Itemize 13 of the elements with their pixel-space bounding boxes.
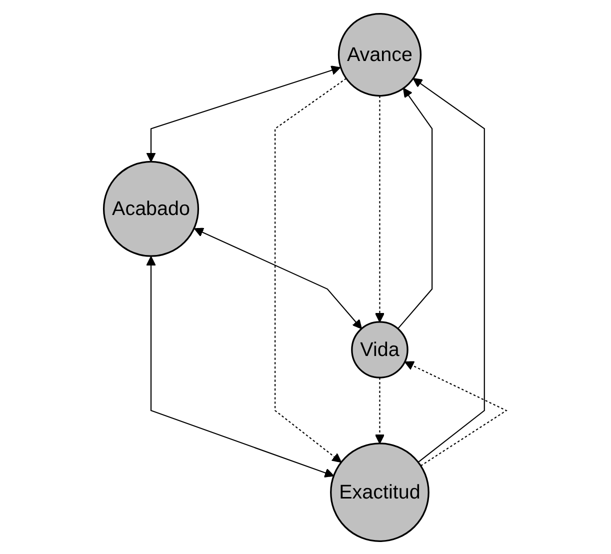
- arrow: [404, 360, 508, 466]
- arrow: [375, 95, 385, 322]
- arrow: [146, 256, 335, 477]
- arrow: [274, 78, 347, 462]
- arrow: [398, 87, 434, 329]
- arrow: [146, 65, 342, 162]
- node-circle: Exactitud: [330, 442, 430, 542]
- arrow: [413, 78, 486, 462]
- arrow: [375, 377, 385, 444]
- arrow: [194, 227, 362, 329]
- node-circle: Acabado: [103, 160, 200, 256]
- node-circle: Vida: [352, 320, 409, 378]
- node-circle: Avance: [338, 12, 422, 96]
